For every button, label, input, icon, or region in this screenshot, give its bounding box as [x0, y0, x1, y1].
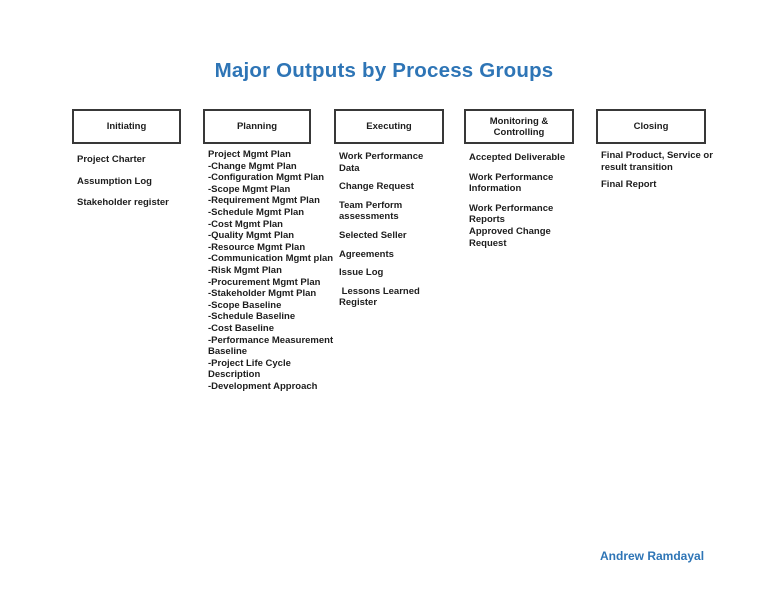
- output-item: -Change Mgmt Plan: [208, 160, 297, 172]
- output-item: Project Charter: [77, 154, 146, 165]
- output-item: -Performance Measurement Baseline: [208, 334, 336, 358]
- output-item: -Stakeholder Mgmt Plan: [208, 288, 317, 300]
- column-header-box-monitoring-controlling: Monitoring & Controlling: [464, 109, 574, 144]
- output-item: Work Performance Information: [469, 171, 556, 195]
- output-item: -Schedule Baseline: [208, 311, 296, 323]
- author-signature: Andrew Ramdayal: [600, 549, 705, 563]
- page-title: Major Outputs by Process Groups: [214, 58, 554, 82]
- output-item: -Development Approach: [208, 380, 318, 392]
- output-item: -Requirement Mgmt Plan: [208, 195, 320, 207]
- output-item: -Scope Mgmt Plan: [208, 183, 291, 195]
- output-item: -Quality Mgmt Plan: [208, 230, 295, 242]
- column-header-box-executing: Executing: [334, 109, 444, 144]
- column-header-box-planning: Planning: [203, 109, 311, 144]
- output-item: Assumption Log: [77, 175, 152, 187]
- output-list-closing: Final Product, Service or result transit…: [596, 150, 715, 191]
- output-item: Lessons Learned Register: [339, 285, 423, 309]
- column-header-box-initiating: Initiating: [72, 109, 181, 144]
- output-item: Final Product, Service or result transit…: [601, 150, 716, 173]
- output-item: Issue Log: [339, 267, 384, 279]
- output-item: Accepted Deliverable: [469, 152, 566, 163]
- output-item: Final Report: [601, 179, 657, 191]
- output-item: -Resource Mgmt Plan: [208, 241, 306, 253]
- output-item: -Procurement Mgmt Plan: [208, 276, 321, 288]
- output-item: Project Mgmt Plan: [208, 149, 291, 160]
- output-item: -Scope Baseline: [208, 299, 282, 311]
- column-header-label: Initiating: [106, 121, 147, 132]
- output-item: Work Performance Data: [339, 151, 426, 174]
- output-item: Agreements: [339, 248, 394, 260]
- output-item: -Risk Mgmt Plan: [208, 264, 282, 276]
- output-item: Work Performance Reports: [469, 202, 556, 226]
- output-item: -Schedule Mgmt Plan: [208, 206, 305, 218]
- column-header-label: Monitoring & Controlling: [489, 115, 549, 138]
- output-item: -Cost Baseline: [208, 322, 274, 334]
- output-item: Team Perform assessments: [339, 199, 405, 223]
- output-list-planning: Project Mgmt Plan-Change Mgmt Plan-Confi…: [203, 149, 335, 392]
- output-item: Approved Change Request: [469, 225, 554, 249]
- output-item: Change Request: [339, 181, 414, 193]
- output-item: -Communication Mgmt plan: [208, 253, 334, 265]
- output-item: -Configuration Mgmt Plan: [208, 172, 325, 184]
- output-item: Stakeholder register: [77, 197, 169, 209]
- column-header-box-closing: Closing: [596, 109, 706, 144]
- column-header-label: Closing: [633, 121, 669, 132]
- output-item: -Cost Mgmt Plan: [208, 218, 283, 230]
- column-header-label: Planning: [236, 121, 278, 132]
- output-item: -Project Life Cycle Description: [208, 357, 294, 381]
- output-item: Selected Seller: [339, 229, 407, 241]
- column-header-label: Executing: [366, 121, 412, 132]
